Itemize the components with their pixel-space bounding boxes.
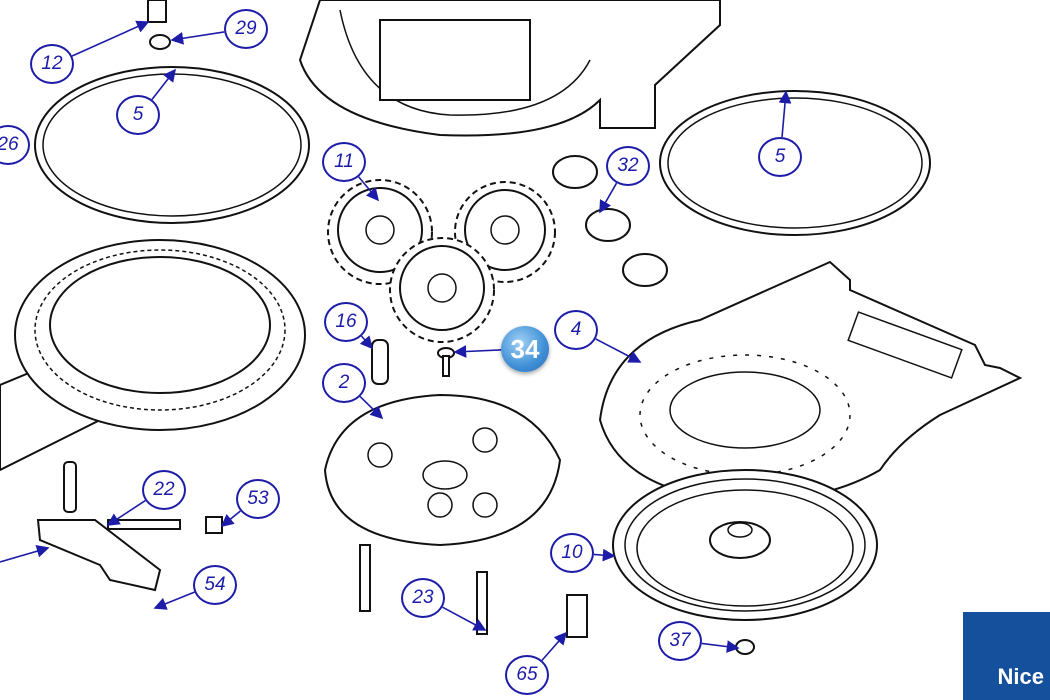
strip-part [107,519,181,530]
o-ring-left [34,66,310,224]
leader-arrow [778,90,792,138]
callout-53[interactable]: 53 [236,479,280,519]
logo-text: Nice [997,664,1044,689]
callout-11[interactable]: 11 [322,142,366,182]
nut-part [205,516,223,534]
rotor-disc [323,393,562,547]
block-part [566,594,588,638]
leader-arrow [106,499,146,526]
nice-logo: Nice [963,612,1050,700]
leader-arrow [170,31,225,45]
bearings-part [552,155,668,287]
callout-16[interactable]: 16 [324,302,368,342]
callout-37[interactable]: 37 [658,621,702,661]
bolt-part [147,0,167,23]
nut-part [735,639,755,655]
leader-arrow [599,182,618,214]
leader-arrow [220,510,241,528]
leader-arrow [595,338,642,363]
ring-gear-housing [0,239,306,472]
callout-22[interactable]: 22 [142,470,186,510]
leader-arrow [442,606,487,631]
callout-4[interactable]: 4 [554,310,598,350]
callout-29[interactable]: 29 [224,9,268,49]
gears-part [327,179,556,343]
rod-part [476,571,488,635]
screw-part [437,347,455,377]
callout-32[interactable]: 32 [606,146,650,186]
sensor-part [63,461,77,513]
washer-part [149,34,171,50]
rod-part [359,544,371,612]
pin-part [371,339,389,385]
callout-54[interactable]: 54 [193,565,237,605]
leader-arrow [541,631,568,661]
leader-arrow [0,544,50,563]
callout-2[interactable]: 2 [322,363,366,403]
callout-34[interactable]: 34 [501,326,549,372]
callout-5[interactable]: 5 [758,137,802,177]
encoder-plate [598,260,1023,502]
leader-arrow [453,345,504,358]
callout-23[interactable]: 23 [401,578,445,618]
leader-arrow [359,395,384,420]
leader-arrow [151,68,176,101]
magnet-ring [612,469,878,621]
leader-arrow [153,591,195,610]
bracket-part [36,519,162,592]
callout-5[interactable]: 5 [116,95,160,135]
leader-arrow [359,335,374,350]
callout-65[interactable]: 65 [505,655,549,695]
housing-part [298,0,721,137]
leader-arrow [701,640,740,653]
leader-arrow [71,20,150,57]
leader-arrow [593,548,616,562]
callout-10[interactable]: 10 [550,533,594,573]
leader-arrow [358,176,380,202]
callout-12[interactable]: 12 [30,44,74,84]
